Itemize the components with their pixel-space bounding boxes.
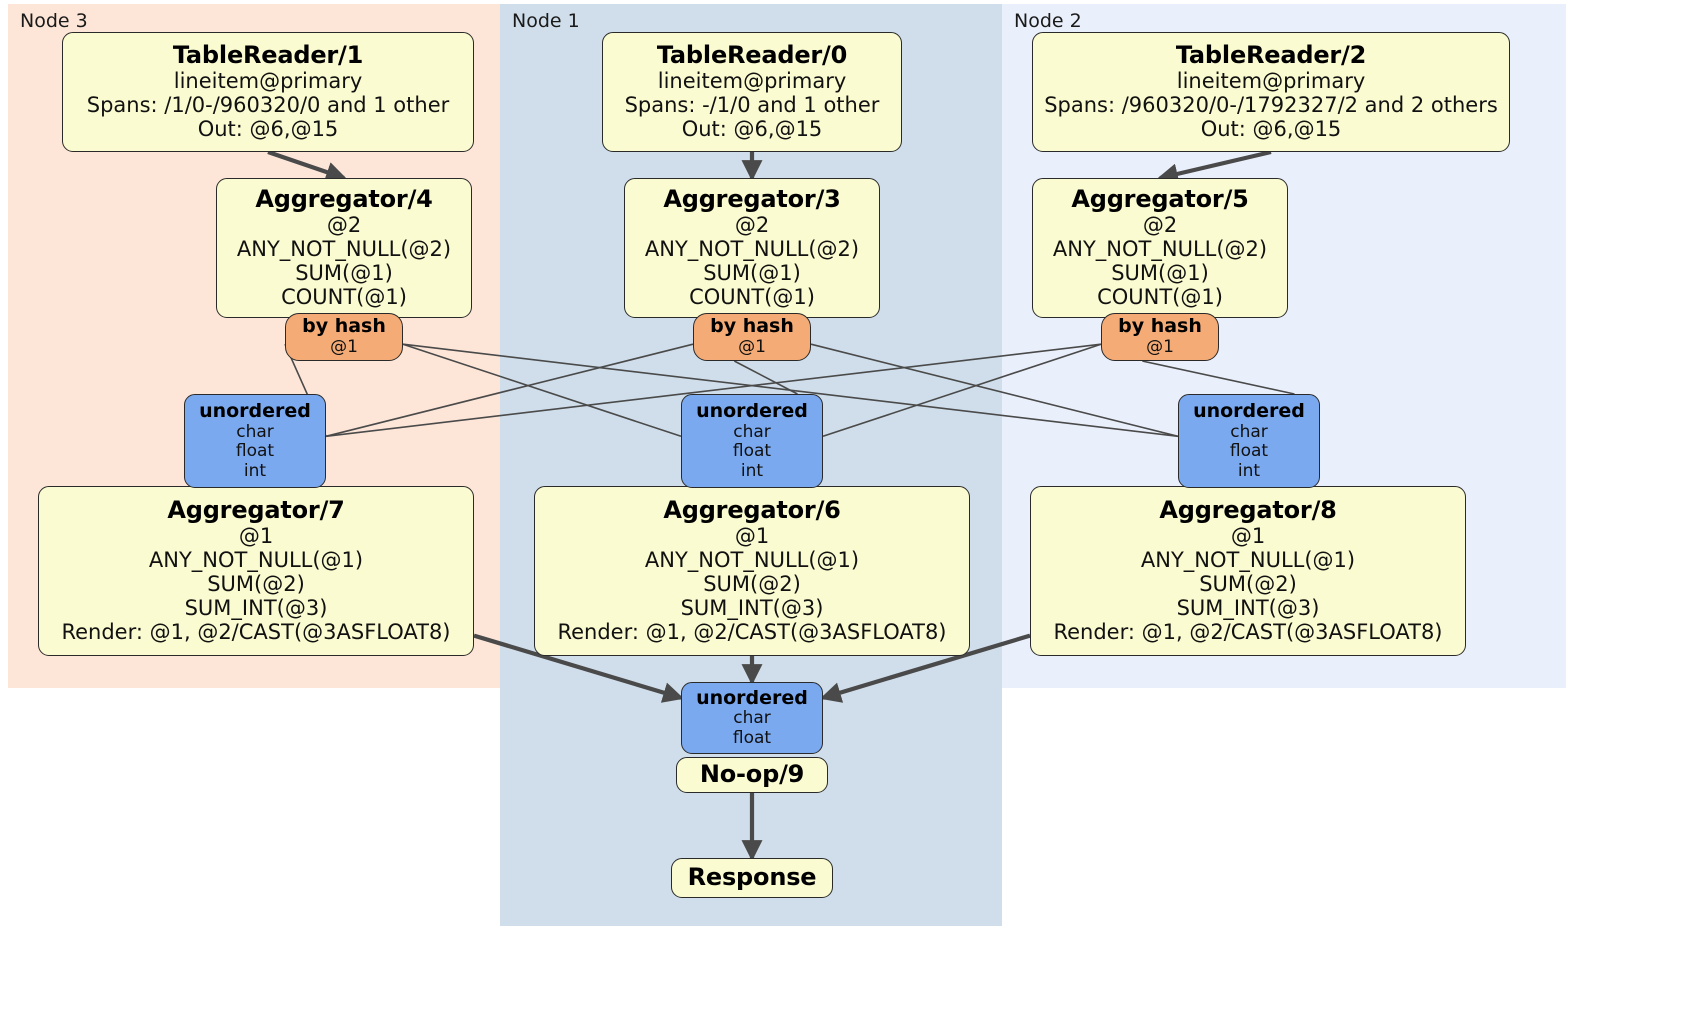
plan-node-title: TableReader/0 [656, 41, 848, 70]
plan-node-detail: lineitem@primary [1176, 68, 1366, 93]
plan-node-detail: @2 [326, 212, 362, 237]
plan-node-detail: float [1229, 441, 1269, 462]
plan-node-detail: ANY_NOT_NULL(@1) [644, 547, 860, 572]
plan-node-detail: @1 [738, 337, 766, 358]
plan-node-detail: SUM(@1) [703, 260, 801, 285]
plan-node-detail: float [235, 441, 275, 462]
plan-node-detail: lineitem@primary [173, 68, 363, 93]
plan-node-detail: SUM_INT(@3) [184, 595, 328, 620]
plan-node-detail: SUM(@1) [1111, 260, 1209, 285]
plan-node-detail: Out: @6,@15 [1200, 116, 1342, 141]
plan-node-detail: Render: @1, @2/CAST(@3ASFLOAT8) [61, 619, 451, 644]
region-label-node-1: Node 1 [512, 10, 580, 32]
plan-node-detail: SUM_INT(@3) [680, 595, 824, 620]
plan-node-detail: ANY_NOT_NULL(@2) [1052, 236, 1268, 261]
plan-node-title: Response [687, 863, 817, 892]
plan-node-detail: char [236, 421, 274, 442]
plan-node-detail: Spans: -/1/0 and 1 other [624, 92, 880, 117]
plan-node-title: unordered [199, 400, 311, 423]
plan-node-detail: char [733, 421, 771, 442]
plan-node-detail: SUM(@1) [295, 260, 393, 285]
plan-node-detail: @1 [1230, 523, 1266, 548]
plan-node-detail: SUM(@2) [207, 571, 305, 596]
plan-node-detail: lineitem@primary [657, 68, 847, 93]
plan-node-title: by hash [710, 315, 794, 338]
plan-node-title: unordered [696, 400, 808, 423]
plan-node-detail: ANY_NOT_NULL(@2) [644, 236, 860, 261]
plan-node-detail: SUM(@2) [703, 571, 801, 596]
plan-node-detail: SUM(@2) [1199, 571, 1297, 596]
plan-node-detail: COUNT(@1) [281, 284, 407, 309]
plan-node-detail: COUNT(@1) [1097, 284, 1223, 309]
plan-node-detail: Render: @1, @2/CAST(@3ASFLOAT8) [557, 619, 947, 644]
plan-node-detail: @1 [1146, 337, 1174, 358]
plan-node-response[interactable]: Response [671, 858, 833, 898]
plan-node-hash3[interactable]: by hash@1 [693, 313, 811, 361]
plan-node-detail: ANY_NOT_NULL(@2) [236, 236, 452, 261]
plan-node-detail: COUNT(@1) [689, 284, 815, 309]
plan-node-detail: Out: @6,@15 [197, 116, 339, 141]
plan-node-title: by hash [1118, 315, 1202, 338]
plan-node-title: unordered [1193, 400, 1305, 423]
plan-node-title: Aggregator/6 [663, 496, 841, 525]
plan-node-detail: int [243, 460, 267, 481]
plan-node-detail: float [732, 727, 772, 748]
plan-node-detail: @1 [238, 523, 274, 548]
plan-node-detail: @2 [734, 212, 770, 237]
plan-node-detail: Spans: /1/0-/960320/0 and 1 other [86, 92, 450, 117]
plan-node-hash5[interactable]: by hash@1 [1101, 313, 1219, 361]
plan-node-detail: @2 [1142, 212, 1178, 237]
plan-node-detail: ANY_NOT_NULL(@1) [148, 547, 364, 572]
plan-node-title: TableReader/2 [1175, 41, 1367, 70]
plan-node-detail: @1 [330, 337, 358, 358]
plan-node-noop9[interactable]: No-op/9 [676, 757, 828, 793]
plan-node-title: Aggregator/4 [255, 185, 433, 214]
plan-node-detail: ANY_NOT_NULL(@1) [1140, 547, 1356, 572]
plan-node-detail: @1 [734, 523, 770, 548]
plan-node-detail: SUM_INT(@3) [1176, 595, 1320, 620]
plan-node-title: Aggregator/3 [663, 185, 841, 214]
plan-node-detail: float [732, 441, 772, 462]
region-label-node-3: Node 3 [20, 10, 88, 32]
plan-node-detail: char [1230, 421, 1268, 442]
plan-node-title: Aggregator/7 [167, 496, 345, 525]
plan-node-title: Aggregator/5 [1071, 185, 1249, 214]
region-label-node-2: Node 2 [1014, 10, 1082, 32]
plan-node-title: unordered [696, 686, 808, 709]
plan-node-detail: int [1237, 460, 1261, 481]
plan-node-title: TableReader/1 [172, 41, 364, 70]
plan-node-detail: Render: @1, @2/CAST(@3ASFLOAT8) [1053, 619, 1443, 644]
plan-node-detail: Out: @6,@15 [681, 116, 823, 141]
plan-node-detail: int [740, 460, 764, 481]
plan-node-detail: Spans: /960320/0-/1792327/2 and 2 others [1044, 92, 1498, 117]
plan-node-title: No-op/9 [699, 760, 805, 789]
plan-node-hash4[interactable]: by hash@1 [285, 313, 403, 361]
plan-node-title: Aggregator/8 [1159, 496, 1337, 525]
plan-node-detail: char [733, 708, 771, 729]
plan-node-title: by hash [302, 315, 386, 338]
